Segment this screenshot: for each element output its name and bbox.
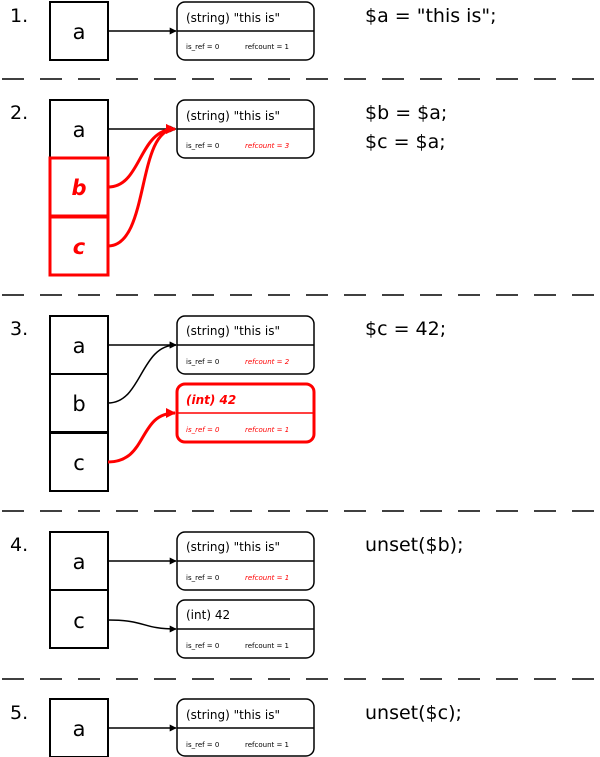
step-1: 1. $a = "this is"; a (string) "this is" … (10, 1, 497, 61)
zval-refcount: refcount = 1 (245, 43, 289, 51)
symbol-cell-b: b (48, 156, 110, 218)
zval-header: (string) "this is" (186, 708, 280, 722)
zval-string: (string) "this is" is_ref = 0 refcount =… (176, 698, 315, 757)
step-number: 5. (10, 702, 28, 724)
zval-is-ref: is_ref = 0 (186, 741, 219, 749)
code-line: $a = "this is"; (365, 5, 497, 27)
step-2: 2. $b = $a; $c = $a; a b c (string) "thi… (10, 99, 447, 277)
symbol-cell-a: a (49, 698, 109, 757)
symbol-cell-c: c (48, 215, 110, 277)
zval-is-ref: is_ref = 0 (186, 142, 219, 150)
symbol-label: b (72, 392, 85, 416)
symbol-cell-a: a (49, 1, 109, 61)
zval-is-ref: is_ref = 0 (186, 574, 219, 582)
zval-int: (int) 42 is_ref = 0 refcount = 1 (175, 382, 316, 444)
symbol-label: a (73, 334, 86, 358)
zval-header: (string) "this is" (186, 11, 280, 25)
zval-int: (int) 42 is_ref = 0 refcount = 1 (176, 599, 315, 659)
zval-refcount: refcount = 1 (245, 426, 289, 434)
reference-arrow-b (107, 124, 176, 189)
zval-header: (int) 42 (186, 393, 236, 407)
symbol-cell-a: a (49, 315, 109, 375)
code-line: $c = 42; (365, 318, 446, 340)
symbol-cell-c: c (49, 432, 109, 492)
symbol-label: c (73, 235, 86, 259)
zval-is-ref: is_ref = 0 (186, 358, 219, 366)
symbol-label: c (73, 609, 85, 633)
step-number: 3. (10, 318, 28, 340)
zval-string: (string) "this is" is_ref = 0 refcount =… (176, 531, 315, 591)
zval-header: (int) 42 (186, 608, 230, 622)
zval-is-ref: is_ref = 0 (186, 642, 219, 650)
zval-string: (string) "this is" is_ref = 0 refcount =… (176, 99, 315, 159)
symbol-label: a (73, 550, 86, 574)
zval-header: (string) "this is" (186, 109, 280, 123)
zval-string: (string) "this is" is_ref = 0 refcount =… (176, 315, 315, 375)
zval-refcount: refcount = 1 (245, 642, 289, 650)
reference-arrow-c (107, 619, 177, 633)
step-number: 4. (10, 534, 28, 556)
zval-header: (string) "this is" (186, 540, 280, 554)
zval-is-ref: is_ref = 0 (186, 426, 220, 434)
reference-arrow-b (107, 341, 177, 404)
symbol-cell-a: a (49, 531, 109, 591)
zval-refcount: refcount = 1 (245, 741, 289, 749)
symbol-label: a (73, 118, 86, 142)
code-line: $b = $a; (365, 102, 447, 124)
step-3: 3. $c = 42; a b c (string) "this is" is_… (10, 315, 446, 492)
step-number: 2. (10, 102, 28, 124)
symbol-label: c (73, 451, 85, 475)
symbol-label: a (73, 717, 86, 741)
step-5: 5. unset($c); a (string) "this is" is_re… (10, 698, 462, 757)
code-line: unset($c); (365, 702, 462, 724)
reference-arrow-c (107, 408, 176, 464)
zval-string: (string) "this is" is_ref = 0 refcount =… (176, 1, 315, 61)
step-number: 1. (10, 5, 28, 27)
zval-refcount: refcount = 1 (245, 574, 289, 582)
symbol-cell-b: b (49, 373, 109, 433)
symbol-label: b (71, 176, 86, 200)
zval-refcount: refcount = 2 (245, 358, 290, 366)
code-line: $c = $a; (365, 131, 446, 153)
code-line: unset($b); (365, 534, 464, 556)
reference-arrow-c (107, 124, 176, 248)
zval-refcount: refcount = 3 (245, 142, 289, 150)
symbol-cell-c: c (49, 589, 109, 649)
symbol-cell-a: a (49, 99, 109, 159)
zval-is-ref: is_ref = 0 (186, 43, 219, 51)
symbol-label: a (73, 20, 86, 44)
step-4: 4. unset($b); a c (string) "this is" is_… (10, 531, 464, 659)
zval-header: (string) "this is" (186, 324, 280, 338)
